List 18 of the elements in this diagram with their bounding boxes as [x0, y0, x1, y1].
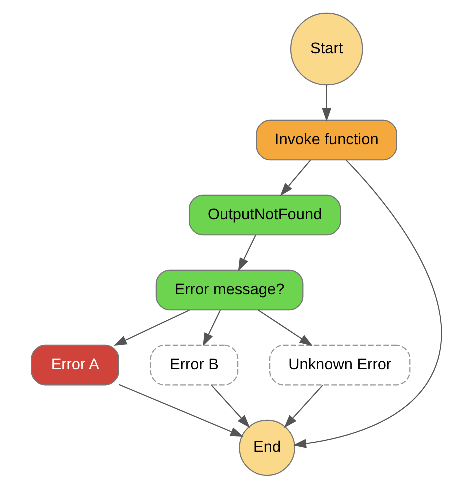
node-circle: End — [239, 419, 296, 476]
arrow — [280, 160, 312, 196]
node-box: Error A — [31, 344, 120, 386]
arrow — [203, 310, 222, 346]
arrow — [114, 309, 190, 346]
arrow — [258, 309, 313, 346]
node-box: Invoke function — [256, 119, 398, 160]
arrow — [211, 384, 250, 428]
node-circle: Start — [290, 12, 364, 86]
arrow — [119, 384, 244, 437]
node-box: OutputNotFound — [188, 194, 342, 236]
arrow — [238, 234, 256, 271]
arrow — [284, 384, 324, 428]
arrow — [322, 84, 332, 122]
node-box: Error message? — [156, 269, 304, 310]
node-box: Unknown Error — [270, 344, 411, 386]
arrow — [293, 160, 442, 448]
node-box: Error B — [150, 344, 239, 386]
